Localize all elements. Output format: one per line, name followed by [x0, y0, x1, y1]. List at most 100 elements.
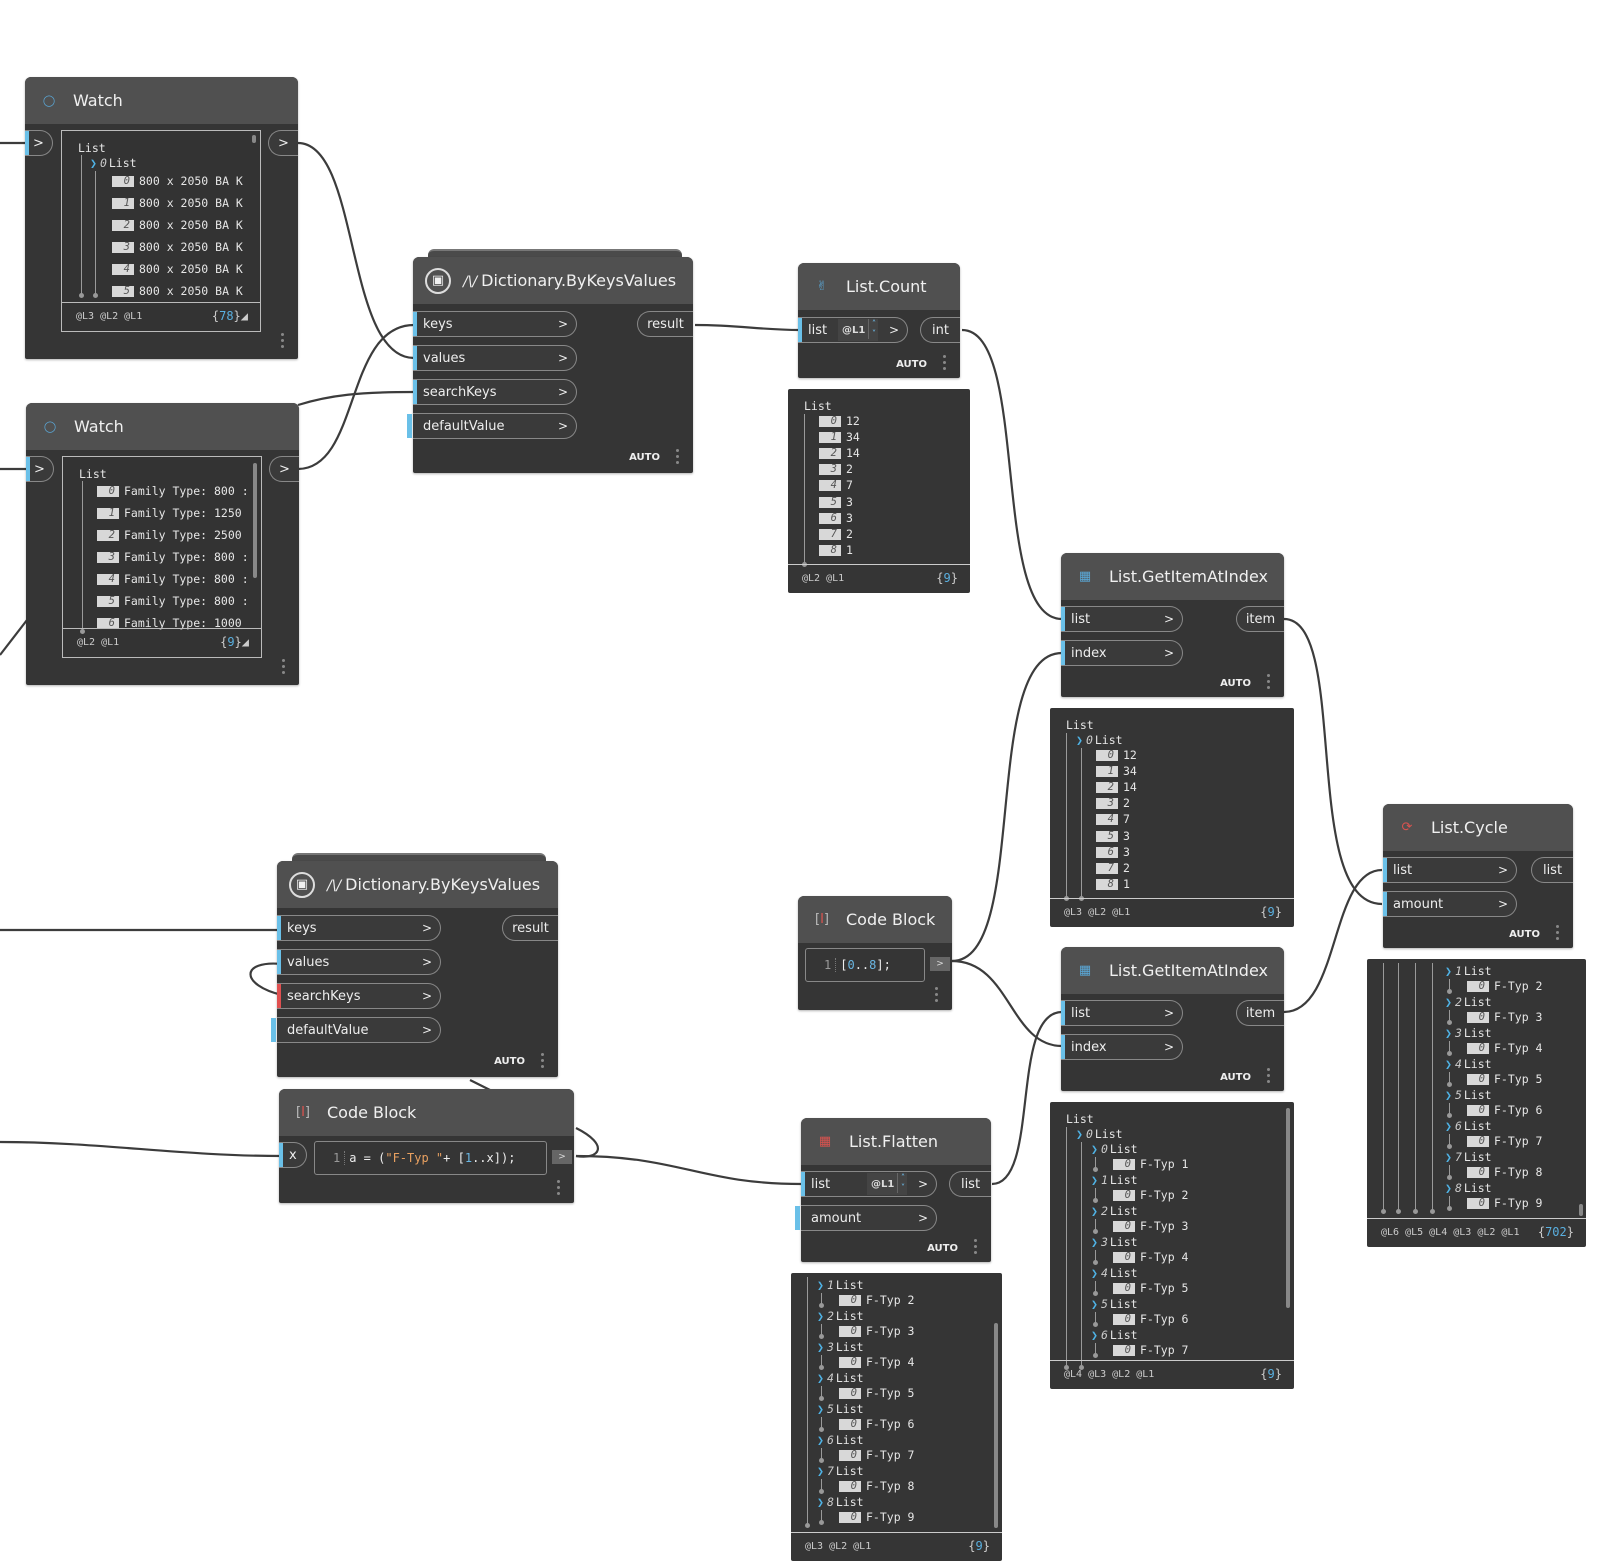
level-up-down-icon[interactable]: ˄˅	[868, 319, 876, 339]
input-port-keys[interactable]: keys>	[277, 915, 441, 941]
expand-chevron-icon[interactable]: ❯	[1076, 1127, 1083, 1141]
output-port[interactable]: >	[552, 1150, 572, 1164]
node-header[interactable]: ▣ /\/Dictionary.ByKeysValues	[277, 861, 558, 908]
expand-chevron-icon[interactable]: ❯	[1076, 733, 1083, 747]
input-port-amount[interactable]: amount>	[1383, 891, 1517, 917]
code-editor[interactable]: 1 [0..8];	[805, 948, 925, 982]
expand-chevron-icon[interactable]: ❯	[1091, 1328, 1098, 1342]
lacing-label[interactable]: AUTO	[1220, 1072, 1251, 1083]
expand-chevron-icon[interactable]: ❯	[1091, 1204, 1098, 1218]
expand-chevron-icon[interactable]: ❯	[1445, 1181, 1452, 1195]
input-port-keys[interactable]: keys>	[413, 311, 577, 337]
expand-chevron-icon[interactable]: ❯	[1091, 1266, 1098, 1280]
input-port-searchkeys[interactable]: searchKeys>	[277, 983, 441, 1009]
expand-chevron-icon[interactable]: ❯	[1445, 1026, 1452, 1040]
scrollbar[interactable]	[1579, 1204, 1583, 1216]
expand-chevron-icon[interactable]: ❯	[817, 1464, 824, 1478]
node-header[interactable]: ▦ List.Flatten	[801, 1118, 991, 1165]
input-port-index[interactable]: index>	[1061, 1034, 1183, 1060]
expand-chevron-icon[interactable]: ❯	[1091, 1297, 1098, 1311]
node-header[interactable]: ◯ Watch	[26, 403, 299, 450]
input-port-list[interactable]: list>	[1061, 606, 1183, 632]
input-port-values[interactable]: values>	[277, 949, 441, 975]
node-menu-icon[interactable]	[1556, 925, 1559, 943]
expand-chevron-icon[interactable]: ❯	[1445, 1088, 1452, 1102]
lacing-label[interactable]: AUTO	[494, 1056, 525, 1067]
output-port-item[interactable]: item	[1236, 1000, 1284, 1026]
expand-chevron-icon[interactable]: ❯	[1091, 1235, 1098, 1249]
node-header[interactable]: ◯ Watch	[25, 77, 298, 124]
list-level-selector[interactable]: @L1˄˅	[867, 1173, 907, 1195]
node-header[interactable]: ✌ List.Count	[798, 263, 960, 310]
expand-chevron-icon[interactable]: ❯	[817, 1433, 824, 1447]
node-menu-icon[interactable]	[282, 659, 285, 677]
expand-chevron-icon[interactable]: ❯	[817, 1340, 824, 1354]
expand-chevron-icon[interactable]: ❯	[1445, 995, 1452, 1009]
dictionary-bykeysvalues-node-2[interactable]: ▣ /\/Dictionary.ByKeysValues keys> values…	[271, 861, 558, 1077]
lacing-label[interactable]: AUTO	[629, 452, 660, 463]
input-port-x[interactable]: x	[279, 1142, 307, 1168]
output-port-list[interactable]: list	[949, 1171, 991, 1197]
node-menu-icon[interactable]	[541, 1053, 544, 1071]
output-port-list[interactable]: list	[1531, 857, 1573, 883]
lacing-label[interactable]: AUTO	[896, 359, 927, 370]
expand-chevron-icon[interactable]: ❯	[1445, 964, 1452, 978]
expand-chevron-icon[interactable]: ❯	[90, 156, 97, 170]
scrollbar[interactable]	[1286, 1108, 1290, 1308]
expand-chevron-icon[interactable]: ❯	[1445, 1150, 1452, 1164]
input-port-list[interactable]: list>	[1061, 1000, 1183, 1026]
input-port-defaultvalue[interactable]: defaultValue>	[271, 1017, 441, 1043]
expand-chevron-icon[interactable]: ❯	[817, 1309, 824, 1323]
node-header[interactable]: [I] Code Block	[279, 1089, 574, 1136]
code-block-node-1[interactable]: [I] Code Block 1 [0..8]; >	[798, 896, 952, 1010]
output-port[interactable]: >	[930, 957, 950, 971]
node-header[interactable]: ▣ /\/Dictionary.ByKeysValues	[413, 257, 693, 304]
dictionary-bykeysvalues-node-1[interactable]: ▣ /\/Dictionary.ByKeysValues keys> values…	[407, 257, 693, 473]
list-flatten-node[interactable]: ▦ List.Flatten list> @L1˄˅ amount> list …	[795, 1118, 991, 1262]
watch-output-port[interactable]: >	[269, 456, 299, 482]
input-port-values[interactable]: values>	[413, 345, 577, 371]
list-cycle-node[interactable]: ⟳ List.Cycle list> amount> list AUTO	[1383, 804, 1573, 948]
lacing-label[interactable]: AUTO	[1220, 678, 1251, 689]
node-menu-icon[interactable]	[974, 1239, 977, 1257]
input-port-defaultvalue[interactable]: defaultValue>	[407, 413, 577, 439]
node-menu-icon[interactable]	[935, 987, 938, 1005]
scrollbar[interactable]	[994, 1323, 998, 1528]
list-getitematindex-node-1[interactable]: ▦ List.GetItemAtIndex list> index> item …	[1061, 553, 1284, 697]
node-menu-icon[interactable]	[557, 1180, 560, 1198]
expand-chevron-icon[interactable]: ❯	[817, 1371, 824, 1385]
watch-input-port[interactable]: >	[25, 130, 53, 156]
output-port-int[interactable]: int	[920, 317, 960, 343]
scrollbar[interactable]	[253, 463, 257, 578]
